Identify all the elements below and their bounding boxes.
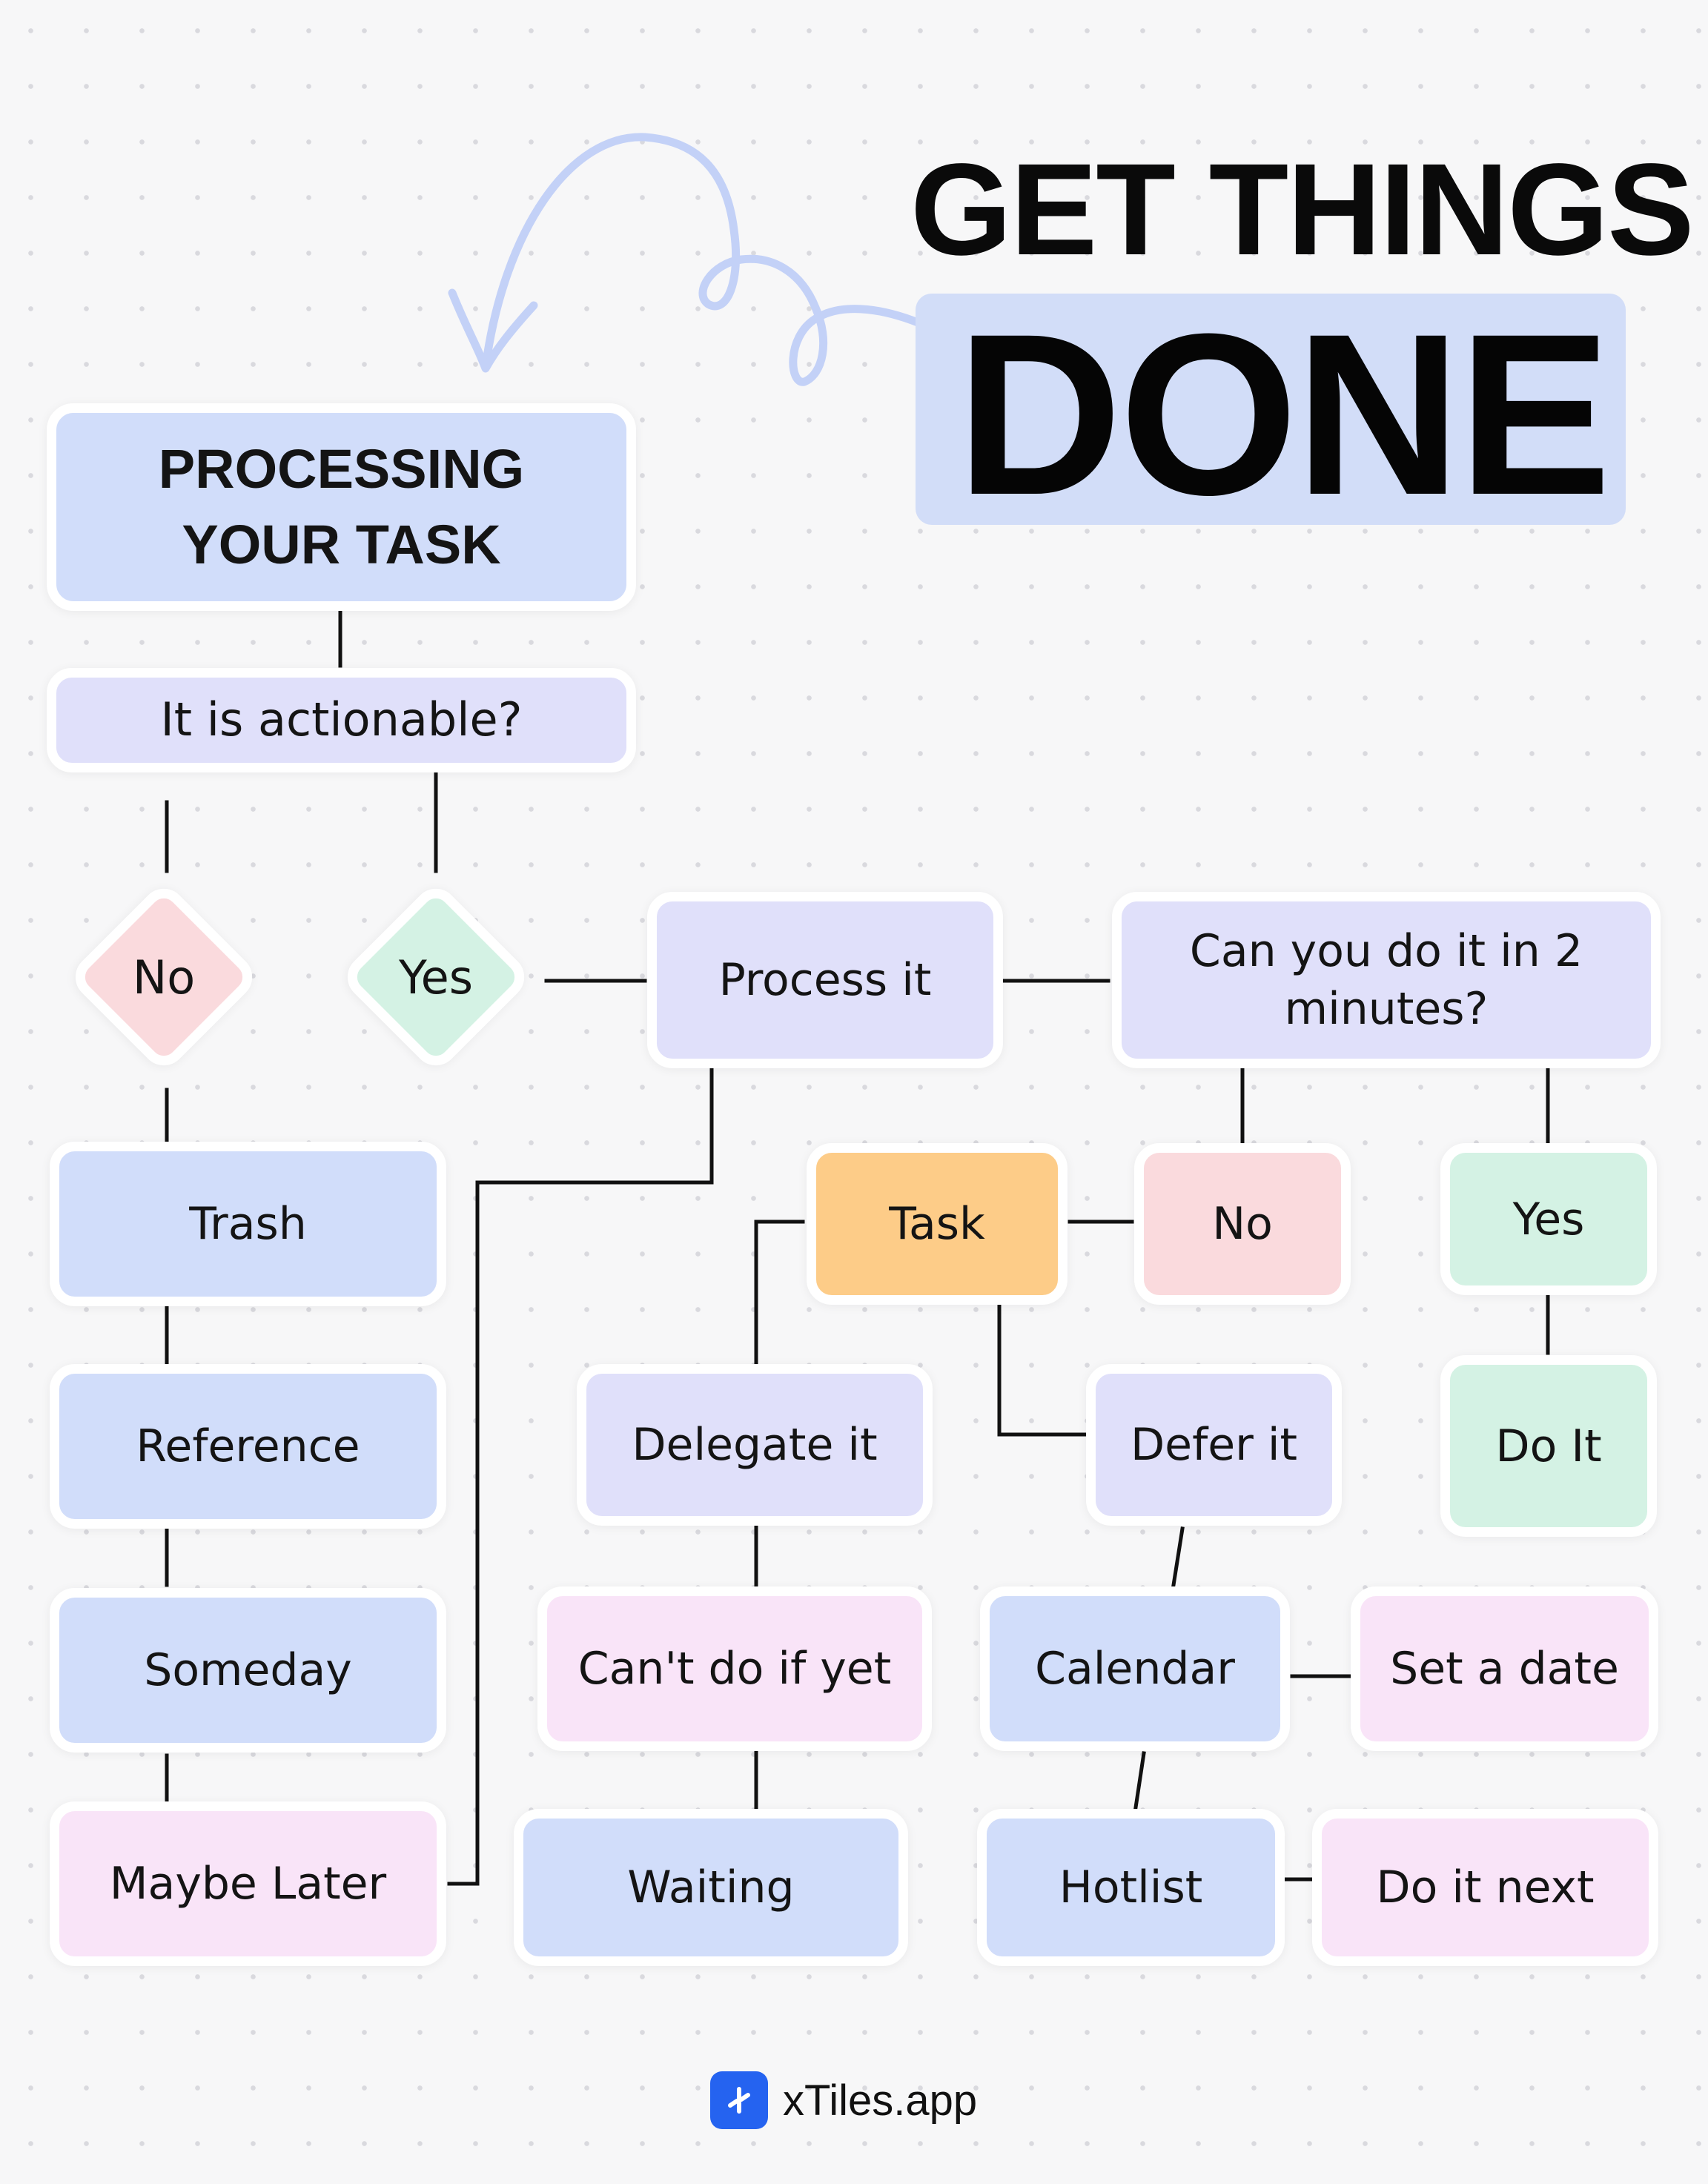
node-no-two-minutes-label: No xyxy=(1212,1198,1273,1250)
node-set-a-date: Set a date xyxy=(1351,1586,1658,1751)
node-hotlist-label: Hotlist xyxy=(1059,1862,1203,1913)
node-task-label: Task xyxy=(889,1198,985,1250)
node-two-minutes-label: Can you do it in 2 minutes? xyxy=(1189,925,1583,1035)
node-calendar-label: Calendar xyxy=(1035,1643,1235,1695)
title-line-2: DONE xyxy=(956,285,1612,543)
node-someday-label: Someday xyxy=(144,1644,352,1696)
curly-arrow-icon xyxy=(448,133,922,386)
node-do-it-next-label: Do it next xyxy=(1376,1862,1595,1913)
node-cant-do-yet: Can't do if yet xyxy=(537,1586,932,1751)
node-waiting-label: Waiting xyxy=(627,1862,795,1913)
node-calendar: Calendar xyxy=(980,1586,1290,1751)
node-process-it: Process it xyxy=(647,892,1003,1068)
brand-name: xTiles.app xyxy=(783,2076,978,2125)
node-processing-task-label: PROCESSING YOUR TASK xyxy=(158,437,525,575)
node-do-it-next: Do it next xyxy=(1312,1809,1658,1966)
node-task: Task xyxy=(807,1143,1068,1305)
connector-defer-calendar xyxy=(1171,1526,1185,1587)
node-two-minutes: Can you do it in 2 minutes? xyxy=(1112,892,1661,1068)
node-actionable: It is actionable? xyxy=(47,668,636,772)
node-defer-it-label: Defer it xyxy=(1130,1419,1298,1471)
connector-task-delegate xyxy=(754,1220,805,1365)
node-trash: Trash xyxy=(50,1142,446,1306)
node-processing-task: PROCESSING YOUR TASK xyxy=(47,403,636,611)
node-someday: Someday xyxy=(50,1588,446,1753)
title-line-1: GET THINGS xyxy=(910,137,1695,282)
decision-no-label: No xyxy=(132,950,196,1005)
connector-task-defer xyxy=(997,1304,1087,1437)
node-do-it: Do It xyxy=(1440,1355,1657,1537)
node-no-two-minutes: No xyxy=(1134,1143,1351,1305)
connector-calendar-hotlist xyxy=(1133,1751,1146,1810)
node-yes-two-minutes: Yes xyxy=(1440,1143,1657,1295)
node-delegate-it: Delegate it xyxy=(577,1364,933,1526)
node-actionable-label: It is actionable? xyxy=(160,692,523,747)
xtiles-logo-icon xyxy=(710,2071,768,2129)
node-cant-do-yet-label: Can't do if yet xyxy=(577,1643,892,1695)
node-hotlist: Hotlist xyxy=(977,1809,1285,1966)
title-highlight-box xyxy=(916,294,1626,525)
node-reference: Reference xyxy=(50,1364,446,1529)
node-process-it-label: Process it xyxy=(718,954,932,1006)
footer-brand: xTiles.app xyxy=(710,2071,977,2130)
node-waiting: Waiting xyxy=(514,1809,908,1966)
node-set-a-date-label: Set a date xyxy=(1390,1643,1619,1695)
node-maybe-later: Maybe Later xyxy=(50,1801,446,1966)
node-yes-two-minutes-label: Yes xyxy=(1512,1193,1585,1245)
node-trash-label: Trash xyxy=(189,1198,307,1250)
connector-process-maybe xyxy=(447,1065,714,1886)
node-do-it-label: Do It xyxy=(1495,1420,1602,1472)
decision-yes-label: Yes xyxy=(398,950,474,1005)
node-maybe-later-label: Maybe Later xyxy=(109,1858,387,1910)
node-defer-it: Defer it xyxy=(1086,1364,1342,1526)
node-reference-label: Reference xyxy=(136,1420,360,1472)
node-delegate-it-label: Delegate it xyxy=(632,1419,878,1471)
